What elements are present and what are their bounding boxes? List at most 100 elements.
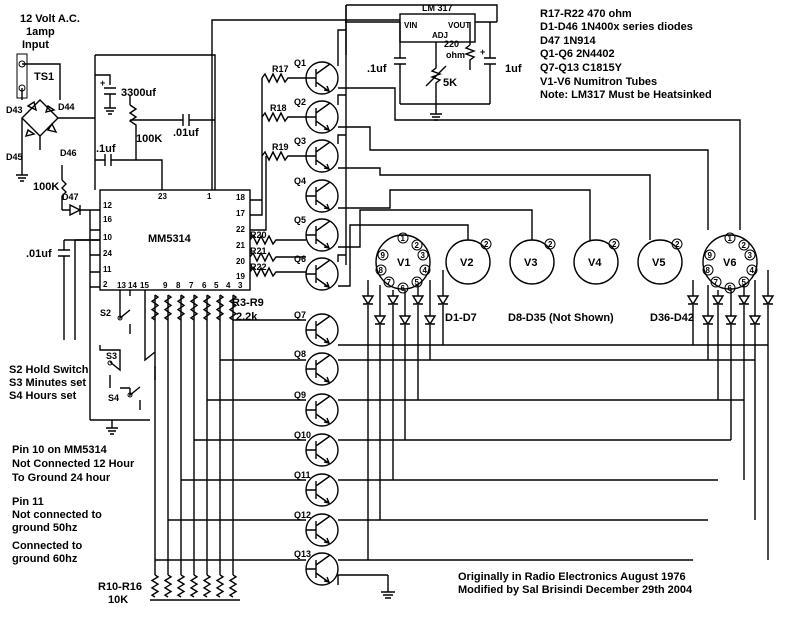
note-d47: D47 1N914 — [540, 35, 597, 47]
power-label-3: Input — [22, 39, 49, 51]
pin11-line-1: Pin 11 — [12, 496, 44, 508]
ts1-label: TS1 — [34, 71, 54, 83]
tube-v2-pin: 2 — [484, 240, 489, 249]
tube-v1-envelope — [375, 234, 431, 290]
transistor-q10: Q10 — [294, 430, 339, 467]
r220-symbol — [435, 22, 476, 70]
transistor-q12-label: Q12 — [294, 510, 311, 520]
tube-v4-pin-circle — [608, 238, 620, 250]
transistor-q2-emitter-arrow — [323, 124, 331, 131]
bridge-output-wires — [21, 117, 95, 175]
wire-bundle-6 — [367, 305, 444, 560]
transistor-q6-emitter-arrow — [323, 281, 331, 288]
diode-group-d8-d35: D8-D35 (Not Shown) — [508, 312, 614, 324]
lm317-name: LM 317 — [422, 3, 453, 13]
pin10-line-1: Pin 10 on MM5314 — [12, 444, 108, 456]
s2-contact[interactable] — [117, 315, 123, 321]
pin11-line-3: ground 50hz — [12, 522, 78, 534]
transistor-q9-emitter-arrow — [323, 417, 331, 424]
transistor-q6-label: Q6 — [294, 254, 306, 264]
ic-pin-bottom-2: 14 — [128, 281, 137, 290]
resistor-r10 — [150, 574, 160, 598]
tube-v1-pin-circle-1 — [397, 232, 409, 244]
cap-01a-symbol — [130, 114, 215, 126]
pin11-line-5: ground 60hz — [12, 553, 78, 565]
transistor-q5-emitter-arrow — [323, 242, 331, 249]
transistor-q13-leads — [306, 554, 331, 584]
tube-v1: V1 — [375, 234, 431, 290]
tube-v1-pin-circle-3 — [377, 249, 389, 261]
resistor-r18-symbol — [261, 111, 306, 123]
tube-v2-pin-circle — [480, 238, 492, 250]
transistor-q9-leads — [306, 395, 331, 425]
tube-v6-pin-8: 6 — [728, 284, 733, 293]
tube-v1-pin-2: 2 — [415, 241, 420, 250]
tube-v4-label: V4 — [588, 257, 602, 269]
power-label-1: 12 Volt A.C. — [20, 13, 80, 25]
wire-bundle-2 — [338, 87, 741, 230]
ic-top-wires — [130, 19, 400, 190]
s3-contact[interactable] — [107, 360, 113, 366]
tube-v1-pin-8: 6 — [401, 284, 406, 293]
tube-v3-label: V3 — [524, 257, 537, 269]
note-d1-46: D1-D46 1N400x series diodes — [540, 21, 693, 33]
r220-ohm: ohm — [446, 50, 465, 60]
tube-v5-pin-circle — [671, 238, 683, 250]
ic-pin-bottom-6: 7 — [189, 281, 194, 290]
tube-v1-pin-circle-2 — [411, 239, 423, 251]
d47-diode — [62, 203, 100, 217]
tube-v5-pin: 2 — [675, 240, 680, 249]
pin10-line-3: To Ground 24 hour — [12, 472, 111, 484]
cap-in-symbol — [394, 22, 406, 104]
wire-bundle-5 — [692, 270, 769, 316]
transistor-q8: Q8 — [294, 349, 339, 386]
tube-v1-label: V1 — [397, 257, 410, 269]
pin10-line-2: Not Connected 12 Hour — [12, 458, 135, 470]
transistor-q3-emitter-arrow — [323, 163, 331, 170]
transistor-q11-emitter-arrow — [323, 497, 331, 504]
diode-d7 — [436, 295, 450, 306]
ic-pin-bottom-8: 5 — [214, 281, 219, 290]
ic-pin-top-23: 23 — [158, 192, 167, 201]
tube-v1-pin-7: 7 — [387, 278, 392, 287]
tube-v6-pin-circle-7 — [710, 276, 722, 288]
r3-r9-name: R3-R9 — [232, 297, 264, 309]
tube-v1-pin-6: 4 — [423, 266, 428, 275]
ic-pin-left-5: 11 — [103, 265, 112, 274]
ic-name: MM5314 — [148, 233, 192, 245]
pin11-line-4: Connected to — [12, 540, 83, 552]
wire-bundle-8 — [338, 344, 768, 561]
ic-pin-right-4: 21 — [236, 241, 245, 250]
legend-s4: S4 Hours set — [9, 390, 77, 402]
ic-pin-bottom-5: 8 — [176, 281, 181, 290]
resistor-r22-label: R22 — [250, 262, 267, 272]
transistor-q11-leads — [306, 475, 331, 505]
resistor-r21-label: R21 — [250, 246, 267, 256]
transistor-q10-emitter-arrow — [323, 457, 331, 464]
diode-d36 — [686, 295, 700, 306]
s4-contact[interactable] — [127, 392, 133, 398]
tube-v6-pin-circle-6 — [746, 264, 758, 276]
cap-out-plus: + — [480, 47, 485, 57]
tube-v6-pin-9: 5 — [742, 278, 747, 287]
diode-d37 — [701, 315, 715, 326]
s4-label: S4 — [108, 393, 119, 403]
tube-v6-pin-circle-5 — [702, 264, 714, 276]
transistor-q10-label: Q10 — [294, 430, 311, 440]
tube-v6-pin-2: 2 — [742, 241, 747, 250]
bulk-cap-plus: + — [100, 78, 105, 88]
pin11-line-2: Not connected to — [12, 509, 102, 521]
note-v1-6: V1-V6 Numitron Tubes — [540, 76, 657, 88]
s3-label: S3 — [106, 351, 117, 361]
bulk-cap-symbol — [104, 87, 116, 95]
ic-pin-bottom-10: 3 — [238, 281, 243, 290]
tube-v6-pin-7: 7 — [714, 278, 719, 287]
ic-pin-right-1: 18 — [236, 193, 245, 202]
wire-bundle-3 — [338, 167, 651, 287]
s2-label: S2 — [100, 308, 111, 318]
bleed-resistor — [128, 95, 138, 160]
resistor-r22-symbol — [249, 266, 306, 278]
transistor-q11: Q11 — [294, 470, 339, 507]
supply-section: + 3300uf 100K .01uf .1uf 100K D47 .01uf — [26, 54, 216, 340]
